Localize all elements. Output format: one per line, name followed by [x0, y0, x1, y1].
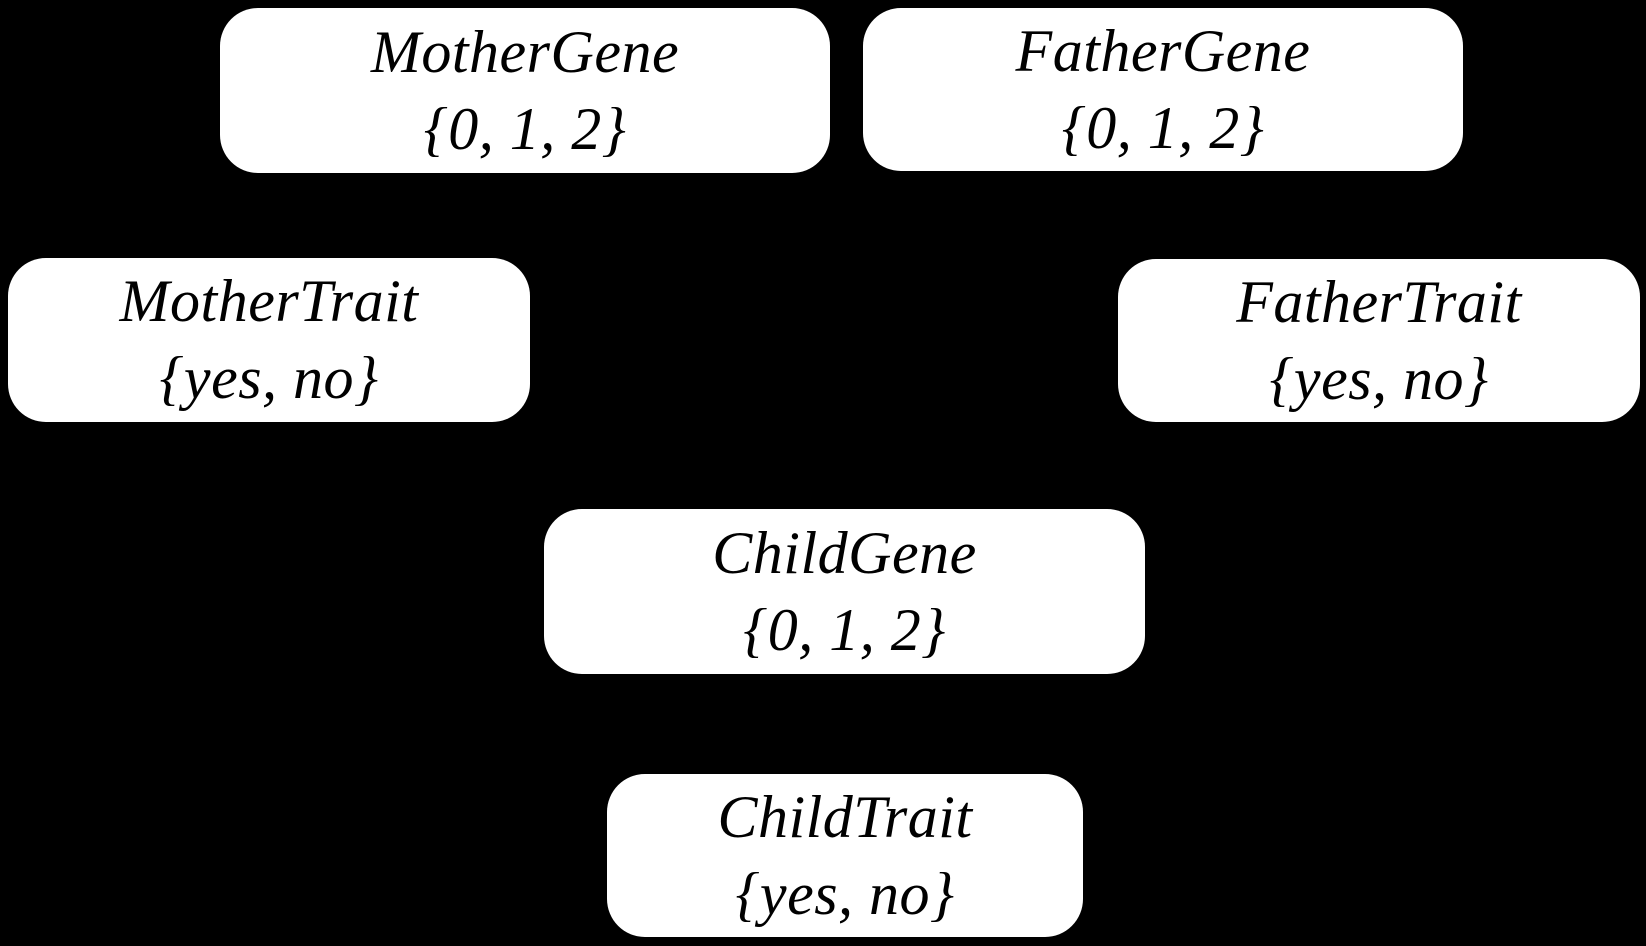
node-father-gene-label: FatherGene [1015, 17, 1311, 84]
node-father-trait: FatherTrait {yes, no} [1118, 259, 1640, 422]
node-mother-trait-label: MotherTrait [119, 268, 419, 334]
node-child-gene-label: ChildGene [712, 519, 977, 586]
node-father-gene: FatherGene {0, 1, 2} [863, 8, 1463, 171]
node-mother-gene-values: {0, 1, 2} [423, 95, 627, 162]
node-father-gene-values: {0, 1, 2} [1061, 94, 1265, 161]
node-child-trait-label: ChildTrait [717, 783, 973, 850]
node-child-trait: ChildTrait {yes, no} [607, 774, 1083, 937]
node-child-gene: ChildGene {0, 1, 2} [544, 509, 1145, 674]
node-mother-gene: MotherGene {0, 1, 2} [220, 8, 830, 173]
node-father-trait-values: {yes, no} [1269, 345, 1489, 412]
node-father-trait-label: FatherTrait [1236, 268, 1522, 335]
node-mother-trait-values: {yes, no} [159, 345, 379, 411]
node-child-trait-values: {yes, no} [735, 860, 955, 927]
node-mother-gene-label: MotherGene [370, 18, 680, 85]
node-mother-trait: MotherTrait {yes, no} [8, 258, 530, 422]
node-child-gene-values: {0, 1, 2} [743, 596, 946, 663]
